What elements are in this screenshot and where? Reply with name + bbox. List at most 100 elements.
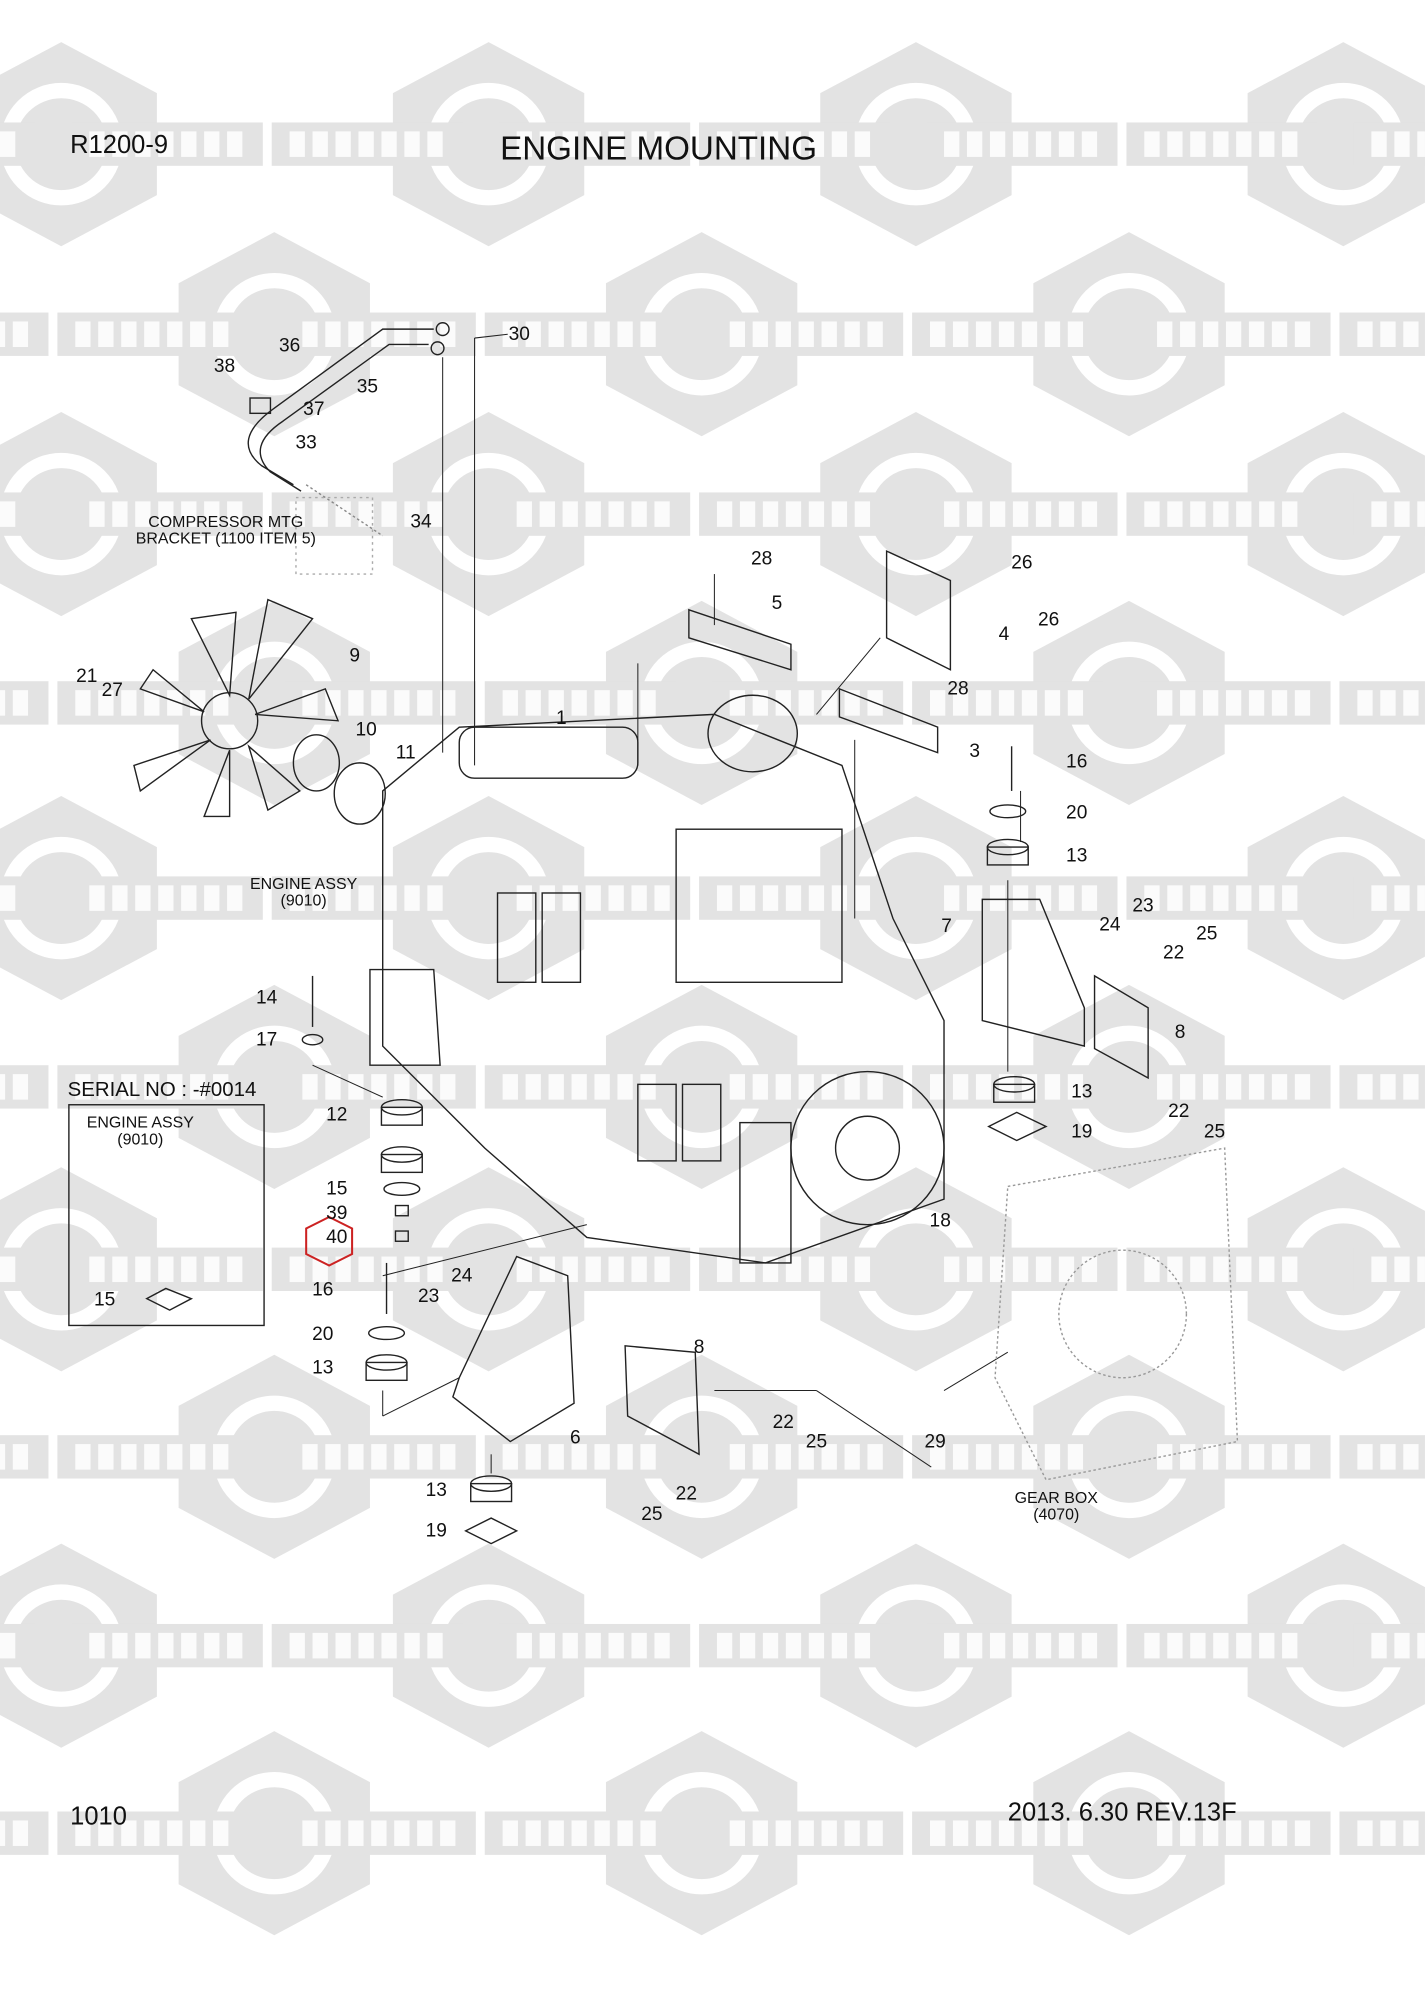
- callout-10[interactable]: 10: [355, 718, 377, 741]
- watermark-letter-mark: [975, 1444, 992, 1470]
- callout-23[interactable]: 23: [417, 1285, 440, 1307]
- watermark-letter-mark: [640, 1820, 656, 1846]
- callout-4[interactable]: 4: [998, 623, 1010, 645]
- callout-30[interactable]: 30: [508, 323, 530, 346]
- callout-9[interactable]: 9: [349, 644, 360, 667]
- watermark-letter-mark: [335, 131, 351, 157]
- callout-25[interactable]: 25: [1196, 922, 1218, 945]
- watermark-banner: [1353, 1623, 1425, 1668]
- callout-37[interactable]: 37: [303, 398, 325, 421]
- callout-19[interactable]: 19: [1071, 1120, 1093, 1143]
- callout-22[interactable]: 22: [772, 1411, 794, 1434]
- callout-15[interactable]: 15: [326, 1178, 348, 1200]
- watermark-letter-mark: [1081, 885, 1098, 911]
- callout-24[interactable]: 24: [1099, 914, 1121, 936]
- watermark-tile: [57, 1731, 476, 1936]
- callout-33[interactable]: 33: [295, 431, 317, 454]
- callout-5[interactable]: 5: [771, 592, 783, 615]
- callout-40[interactable]: 40: [326, 1226, 348, 1249]
- callout-13[interactable]: 13: [312, 1356, 334, 1379]
- watermark-tile: [1339, 1065, 1425, 1109]
- callout-26[interactable]: 26: [1011, 551, 1033, 574]
- callout-26[interactable]: 26: [1037, 609, 1060, 631]
- watermark-letter-mark: [729, 1444, 746, 1470]
- watermark-hexagon: [820, 412, 1012, 617]
- callout-12[interactable]: 12: [326, 1104, 348, 1126]
- watermark-banner: [1353, 492, 1425, 536]
- watermark-letter-mark: [144, 1444, 160, 1470]
- callout-6[interactable]: 6: [570, 1426, 581, 1449]
- callout-15[interactable]: 15: [93, 1289, 116, 1311]
- callout-25[interactable]: 25: [1203, 1120, 1226, 1143]
- watermark-letter-mark: [0, 1256, 16, 1283]
- watermark-letter-mark: [158, 1256, 174, 1283]
- watermark-letter-mark: [1213, 501, 1229, 527]
- callout-16[interactable]: 16: [1066, 750, 1088, 773]
- watermark-hexagon: [1247, 412, 1425, 617]
- callout-25[interactable]: 25: [641, 1503, 663, 1526]
- callout-13[interactable]: 13: [1066, 845, 1088, 867]
- watermark-letter-mark: [998, 1820, 1015, 1846]
- callout-8[interactable]: 8: [1174, 1021, 1186, 1043]
- watermark-tile: [57, 232, 476, 437]
- callout-39[interactable]: 39: [326, 1202, 348, 1225]
- watermark-tile: [0, 412, 263, 617]
- watermark-letter-mark: [854, 1632, 871, 1659]
- watermark-letter-mark: [1035, 131, 1052, 157]
- watermark-letter-mark: [1081, 501, 1098, 527]
- callout-8[interactable]: 8: [693, 1336, 705, 1358]
- watermark-letter-mark: [144, 321, 160, 347]
- callout-20[interactable]: 20: [312, 1323, 334, 1346]
- callout-22[interactable]: 22: [675, 1483, 697, 1505]
- callout-14[interactable]: 14: [255, 986, 278, 1009]
- callout-1[interactable]: 1: [555, 707, 567, 730]
- callout-20[interactable]: 20: [1066, 801, 1088, 824]
- callout-35[interactable]: 35: [356, 375, 379, 398]
- callout-21[interactable]: 21: [76, 665, 98, 687]
- callout-16[interactable]: 16: [312, 1278, 334, 1301]
- watermark-letter-mark: [1144, 885, 1160, 911]
- callout-18[interactable]: 18: [929, 1210, 951, 1232]
- watermark-letter-mark: [302, 1444, 318, 1470]
- callout-28[interactable]: 28: [947, 678, 969, 700]
- callout-38[interactable]: 38: [213, 355, 236, 377]
- watermark-letter-mark: [562, 131, 578, 157]
- brackets: [452, 550, 1149, 1456]
- watermark-letter-mark: [98, 1444, 114, 1470]
- callout-27[interactable]: 27: [101, 679, 123, 701]
- callout-11[interactable]: 11: [395, 741, 416, 764]
- watermark-letter-mark: [1044, 1074, 1061, 1100]
- watermark-letter-mark: [502, 321, 518, 347]
- watermark-letter-mark: [1167, 1632, 1183, 1659]
- callout-7[interactable]: 7: [941, 915, 952, 938]
- watermark-letter-mark: [289, 1632, 305, 1659]
- watermark-letter-mark: [1067, 690, 1084, 716]
- callout-24[interactable]: 24: [451, 1264, 473, 1287]
- watermark-letter-mark: [1248, 1444, 1265, 1470]
- watermark-hexagon: [392, 412, 585, 617]
- watermark-letter-mark: [312, 131, 328, 157]
- callout-28[interactable]: 28: [750, 547, 773, 570]
- watermark-letter-mark: [417, 321, 433, 347]
- callout-25[interactable]: 25: [805, 1430, 828, 1453]
- engine-assy-note: ENGINE ASSY(9010): [250, 876, 357, 909]
- watermark-letter-mark: [1044, 321, 1061, 347]
- callout-17[interactable]: 17: [255, 1028, 278, 1051]
- watermark-letter-mark: [158, 131, 174, 157]
- callout-22[interactable]: 22: [1162, 942, 1185, 964]
- callout-19[interactable]: 19: [425, 1519, 447, 1542]
- callout-13[interactable]: 13: [1071, 1081, 1093, 1103]
- watermark-letter-mark: [821, 1444, 837, 1470]
- watermark-letter-mark: [631, 131, 647, 157]
- callout-22[interactable]: 22: [1168, 1100, 1190, 1122]
- watermark-letter-mark: [654, 1256, 670, 1283]
- watermark-letter-mark: [1044, 690, 1061, 716]
- callout-34[interactable]: 34: [410, 510, 432, 533]
- callout-36[interactable]: 36: [278, 334, 301, 357]
- callout-13[interactable]: 13: [425, 1479, 447, 1501]
- callout-23[interactable]: 23: [1132, 894, 1154, 917]
- callout-29[interactable]: 29: [924, 1430, 946, 1453]
- watermark-tile: [484, 984, 904, 1189]
- watermark-letter-mark: [302, 1820, 318, 1846]
- callout-3[interactable]: 3: [969, 740, 980, 763]
